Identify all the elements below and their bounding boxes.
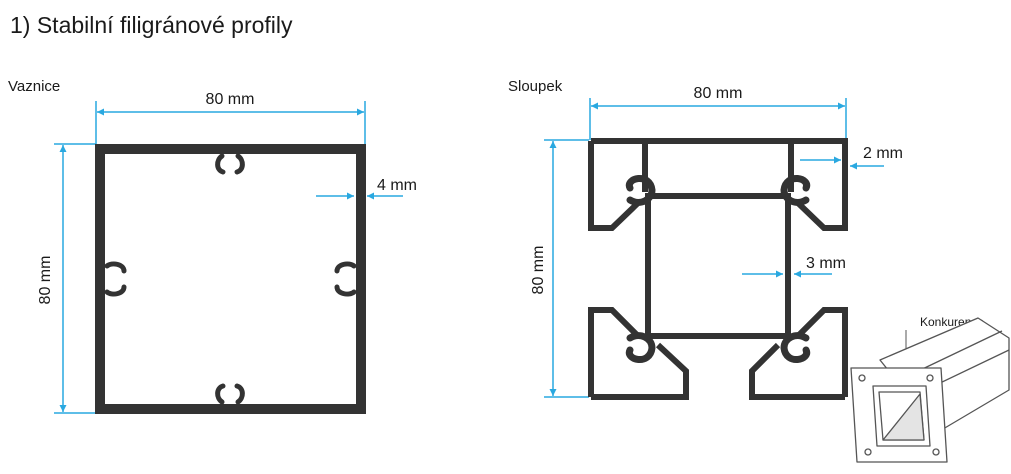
post-outer-wall-label: 2 mm [863, 145, 903, 162]
purlin-label: Vaznice [8, 78, 60, 95]
purlin-width-label: 80 mm [206, 91, 255, 108]
post-width-label: 80 mm [694, 85, 743, 102]
post-label: Sloupek [508, 78, 563, 95]
competitor-profile-illustration [850, 317, 1010, 463]
post-profile-group: Sloupek 80 mm 80 mm [508, 78, 903, 400]
purlin-profile-shape [95, 144, 366, 414]
post-grooves [625, 175, 811, 363]
purlin-height-label: 80 mm [37, 256, 54, 305]
purlin-profile-group: Vaznice 80 mm 80 mm 4 mm [8, 78, 417, 414]
purlin-grooves [104, 153, 357, 405]
post-profile-shape [588, 138, 848, 400]
purlin-wall-label: 4 mm [377, 177, 417, 194]
post-inner-wall-label: 3 mm [806, 255, 846, 272]
page-title: 1) Stabilní filigránové profily [10, 12, 293, 38]
post-height-label: 80 mm [530, 246, 547, 295]
competitor-profile-group: Konkurence [850, 315, 1010, 463]
